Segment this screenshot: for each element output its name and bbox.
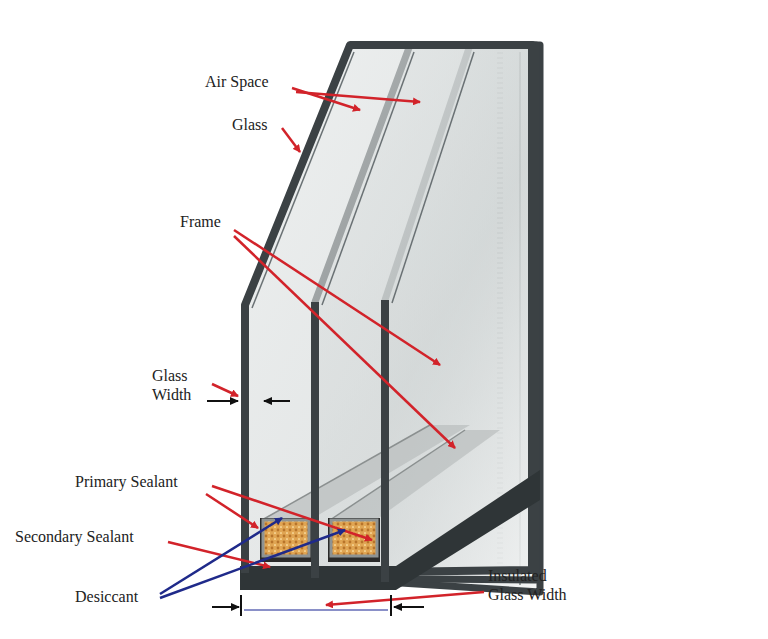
dimension-label: Insulated Glass Width (488, 566, 583, 604)
part-label: Secondary Sealant (15, 527, 134, 546)
part-label: Desiccant (75, 587, 138, 606)
part-label: Frame (180, 212, 221, 231)
part-label: Glass (232, 115, 268, 134)
part-label: Primary Sealant (75, 472, 178, 491)
part-label: Air Space (205, 72, 269, 91)
dimension-label: Glass Width (152, 366, 210, 404)
